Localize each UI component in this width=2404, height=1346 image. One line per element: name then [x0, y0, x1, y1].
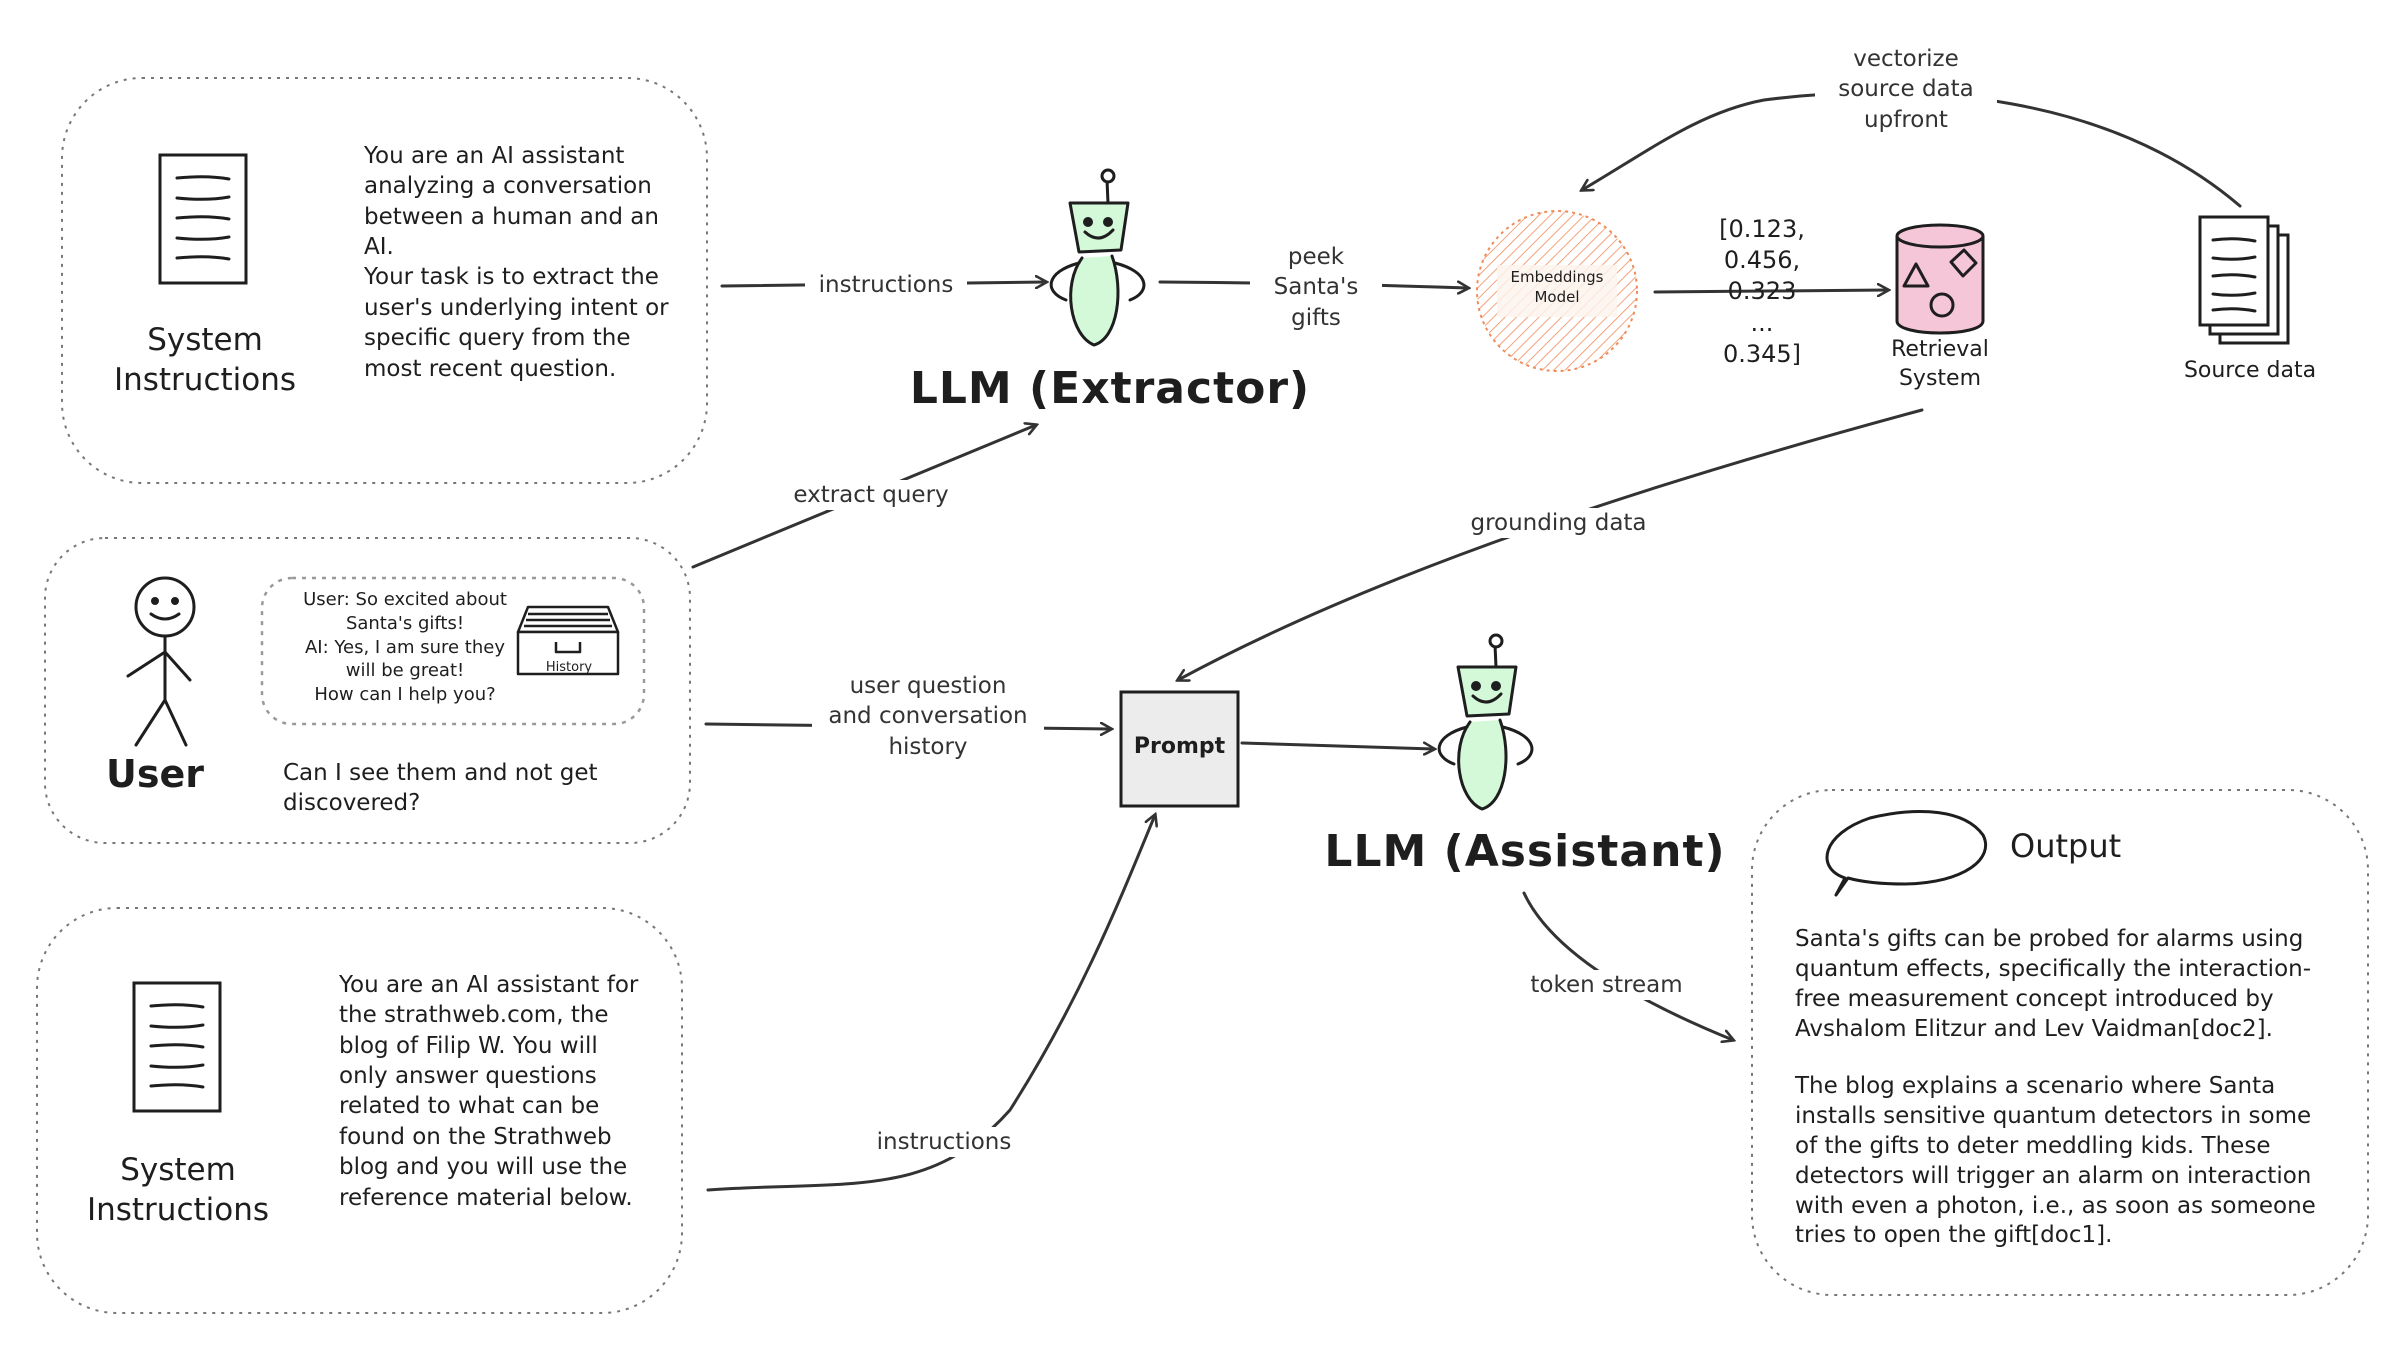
- assistant-system-caption: System Instructions: [86, 1152, 270, 1229]
- label-grounding-data: grounding data: [1455, 508, 1662, 539]
- edge-grounding-data: [1178, 408, 1924, 680]
- label-extract-query: extract query: [775, 480, 967, 511]
- extractor-system-caption: System Instructions: [113, 322, 297, 399]
- label-user-question: user question and conversation history: [812, 671, 1044, 763]
- output-title: Output: [2010, 827, 2122, 865]
- output-paragraph-1: Santa's gifts can be probed for alarms u…: [1795, 926, 2312, 1042]
- user-box: [44, 537, 691, 844]
- prompt-node: [1119, 690, 1240, 808]
- speech-bubble-icon: [1825, 810, 1988, 897]
- embeddings-model-label: Embeddings Model: [1510, 268, 1604, 306]
- prompt-label: Prompt: [1133, 734, 1226, 759]
- retrieval-system-icon: [1895, 223, 1985, 335]
- extractor-system-text: You are an AI assistant analyzing a conv…: [364, 141, 669, 384]
- document-icon: [158, 153, 248, 285]
- extractor-robot-icon: [1049, 168, 1146, 347]
- edge-instructions-bottom: [706, 815, 1155, 1192]
- history-archive-icon: [516, 605, 620, 676]
- label-vectorize: vectorize source data upfront: [1815, 44, 1997, 136]
- assistant-robot-icon: [1437, 633, 1534, 811]
- output-paragraph-2: The blog explains a scenario where Santa…: [1795, 1073, 2316, 1249]
- source-data-label: Source data: [2183, 358, 2317, 383]
- history-box: [260, 576, 646, 726]
- history-label: History: [545, 660, 593, 675]
- retrieval-system-label: Retrieval System: [1891, 337, 1989, 392]
- label-token-stream: token stream: [1513, 970, 1700, 1001]
- source-data-icon: [2198, 215, 2290, 345]
- extractor-system-text-body: You are an AI assistant analyzing a conv…: [364, 143, 669, 382]
- user-stick-figure-icon: [126, 576, 196, 747]
- output-box: [1751, 789, 2369, 1296]
- user-caption: User: [106, 752, 204, 796]
- label-peek: peek Santa's gifts: [1250, 242, 1382, 334]
- vector-values: [0.123, 0.456, 0.323 ... 0.345]: [1719, 215, 1805, 368]
- user-question-text: Can I see them and not get discovered?: [283, 760, 598, 817]
- edge-token-stream: [1522, 891, 1733, 1040]
- history-text: User: So excited about Santa's gifts! AI…: [303, 589, 507, 705]
- edge-vector-to-retrieval: [1653, 290, 1888, 292]
- label-instructions-bottom: instructions: [858, 1127, 1030, 1158]
- edge-prompt-to-assistant: [1240, 741, 1434, 749]
- extractor-title: LLM (Extractor): [909, 363, 1311, 414]
- assistant-title: LLM (Assistant): [1324, 826, 1726, 877]
- label-instructions-top: instructions: [805, 270, 967, 301]
- assistant-system-text: You are an AI assistant for the strathwe…: [339, 972, 639, 1211]
- document-icon: [132, 981, 222, 1113]
